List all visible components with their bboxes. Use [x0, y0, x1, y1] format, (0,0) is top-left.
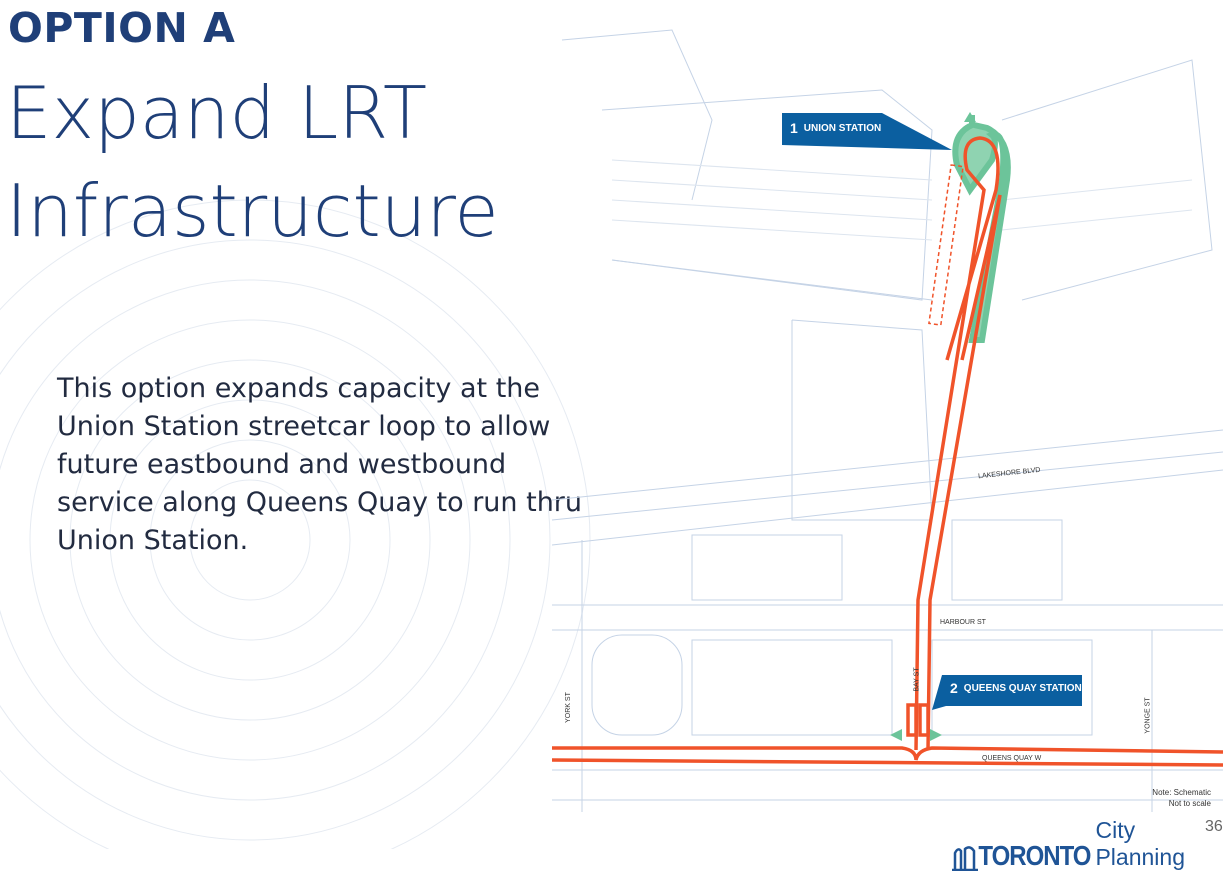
- map-note: Note: Schematic Not to scale: [1152, 787, 1211, 809]
- logo-word: TORONTO: [978, 840, 1091, 872]
- street-label-yonge: YONGE ST: [1144, 697, 1152, 734]
- note-line-1: Note: Schematic: [1152, 788, 1211, 797]
- slide-body-text: This option expands capacity at the Unio…: [57, 373, 583, 556]
- streetcar-route: [552, 136, 1223, 767]
- logo-dept: City Planning: [1095, 817, 1185, 870]
- background-circles: [0, 199, 591, 849]
- street-label-bay: BAY ST: [913, 667, 921, 692]
- note-line-2: Not to scale: [1168, 799, 1211, 808]
- street-label-queens-quay: QUEENS QUAY W: [982, 755, 1042, 762]
- route-map: [552, 29, 1223, 812]
- title-line-2: Infrastructure: [6, 169, 499, 253]
- street-label-harbour: HARBOUR ST: [940, 619, 986, 626]
- slide-title: Expand LRT Infrastructure: [6, 64, 499, 260]
- option-label: OPTION A: [8, 4, 236, 52]
- page-number: 36: [1205, 818, 1223, 835]
- title-line-1: Expand LRT: [6, 71, 428, 155]
- toronto-city-planning-logo: TORONTO City Planning: [952, 817, 1223, 872]
- street-label-york: YORK ST: [564, 692, 572, 723]
